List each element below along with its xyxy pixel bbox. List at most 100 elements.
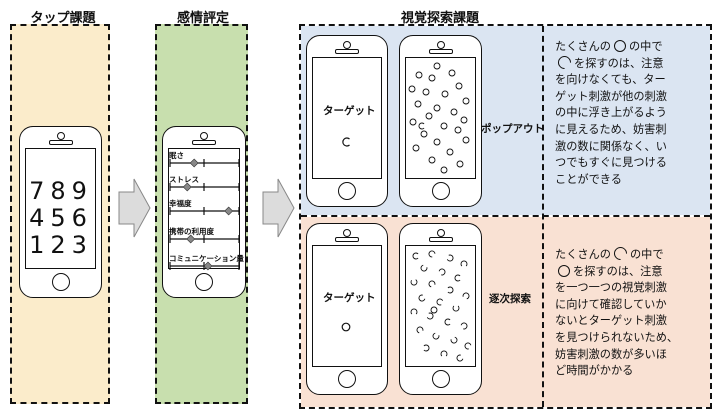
slider-thumb[interactable] <box>203 261 213 271</box>
distractor-c-icon <box>460 260 468 267</box>
distractor-circle-icon <box>446 148 454 156</box>
distractor-c-icon <box>444 318 451 326</box>
distractor-circle-icon <box>412 144 420 152</box>
emotion-scale-2: 幸福度 <box>169 198 241 216</box>
desc-line: ゲット刺激が他の刺激 <box>555 89 667 103</box>
desc-text: の中で <box>628 40 663 53</box>
distractor-c-icon <box>611 244 630 263</box>
distractor-c-icon <box>454 274 461 282</box>
distractor-circle-icon <box>450 108 458 116</box>
keypad: 789 456 123 <box>22 178 100 259</box>
desc-line: に向けて確認していか <box>555 297 667 311</box>
distractor-c-icon <box>428 250 436 258</box>
column-divider <box>542 26 544 407</box>
distractor-c-icon <box>416 326 424 334</box>
slider[interactable] <box>169 158 241 168</box>
distractor-c-icon <box>412 252 419 260</box>
distractor-circle-icon <box>448 69 456 77</box>
slider[interactable] <box>169 234 241 244</box>
desc-line: ことができる <box>555 172 622 186</box>
distractor-c-icon <box>423 344 430 352</box>
distractor-c-icon <box>464 342 472 350</box>
desc-line: の中に浮き上がるよう <box>555 106 667 120</box>
distractor-circle-icon <box>408 85 416 93</box>
emotion-scale-1: ストレス <box>169 174 241 192</box>
distractor-c-icon <box>420 264 428 272</box>
target-circle-icon <box>558 264 570 277</box>
chevron-right-arrow-icon <box>262 178 295 238</box>
distractor-c-icon <box>410 308 418 315</box>
popout-stimuli <box>408 62 470 174</box>
desc-line: つでもすぐに見つける <box>555 156 667 170</box>
distractor-circle-icon <box>441 90 449 98</box>
desc-text: たくさんの <box>555 248 611 261</box>
distractor-c-icon <box>460 322 468 330</box>
distractor-c-icon <box>446 254 454 262</box>
distractor-c-icon <box>462 292 470 300</box>
distractor-c-icon <box>456 354 464 362</box>
desc-line: ないとターゲット刺激 <box>555 314 667 328</box>
keypad-row-1: 789 <box>29 177 93 205</box>
popout-description: たくさんのの中で を探すのは、注意 を向けなくても、ター ゲット刺激が他の刺激 … <box>555 39 667 188</box>
tap-task-phone <box>19 126 102 298</box>
scale-label: 携帯の利用度 <box>169 227 214 236</box>
slider-thumb[interactable] <box>224 206 234 216</box>
distractor-circle-icon <box>415 71 423 79</box>
serial-target-phone <box>306 223 388 395</box>
slider-thumb[interactable] <box>186 234 196 244</box>
distractor-circle-icon <box>420 130 428 138</box>
distractor-circle-icon <box>422 88 430 96</box>
desc-line: を一つ一つの視覚刺激 <box>555 281 667 295</box>
distractor-circle-icon <box>428 74 436 82</box>
distractor-circle-icon <box>428 156 436 164</box>
keypad-row-3: 123 <box>29 231 93 259</box>
distractor-c-icon <box>450 336 458 344</box>
distractor-circle-icon <box>456 160 464 168</box>
scale-label: コミュニケーション量 <box>169 254 244 263</box>
serial-condition-label: 逐次探索 <box>489 293 531 305</box>
distractor-circle-icon <box>440 122 448 130</box>
distractor-circle-icon <box>414 100 422 108</box>
desc-text: を探すのは、注意 <box>573 264 663 278</box>
distractor-circle-icon <box>433 104 441 112</box>
distractor-circle-icon <box>455 82 463 90</box>
emotion-rating-title: 感情評定 <box>176 11 229 26</box>
distractor-circle-icon <box>430 306 438 314</box>
desc-line: ど時間がかかる <box>555 364 634 378</box>
slider-thumb[interactable] <box>182 182 192 192</box>
distractor-c-icon <box>418 122 425 130</box>
distractor-circle-icon <box>433 138 441 146</box>
distractor-circle-icon <box>425 112 433 120</box>
distractor-circle-icon <box>454 126 462 134</box>
distractor-circle-icon <box>613 40 626 52</box>
emotion-scale-3: 携帯の利用度 <box>169 226 241 244</box>
chevron-right-arrow-icon <box>118 178 151 238</box>
slider[interactable] <box>169 206 241 216</box>
desc-line: を見つけられないため、 <box>555 330 679 344</box>
distractor-circle-icon <box>433 62 441 70</box>
slider[interactable] <box>169 182 241 192</box>
distractor-c-icon <box>418 294 426 302</box>
scale-label: ストレス <box>169 175 199 184</box>
desc-line: 激の数に関係なく、い <box>555 139 667 153</box>
slider-thumb[interactable] <box>189 158 199 168</box>
desc-line: 妨害刺激の数が多いほ <box>555 347 667 361</box>
distractor-c-icon <box>426 312 434 320</box>
slider[interactable] <box>169 261 241 271</box>
desc-text: の中で <box>629 248 664 261</box>
distractor-c-icon <box>410 279 418 286</box>
target-circle-icon <box>341 322 351 332</box>
popout-target-phone <box>306 35 388 207</box>
desc-text: を探すのは、注意 <box>574 56 664 70</box>
serial-target-label: ターゲット <box>323 292 376 304</box>
distractor-circle-icon <box>409 118 417 126</box>
distractor-c-icon <box>436 298 444 306</box>
distractor-circle-icon <box>440 166 448 174</box>
distractor-c-icon <box>440 350 448 357</box>
row-divider <box>301 215 710 217</box>
distractor-circle-icon <box>462 97 470 105</box>
emotion-scale-0: 眠さ <box>169 150 241 168</box>
visual-search-title: 視覚探索課題 <box>400 11 479 26</box>
distractor-c-icon <box>452 305 460 312</box>
distractor-c-icon <box>447 286 454 294</box>
